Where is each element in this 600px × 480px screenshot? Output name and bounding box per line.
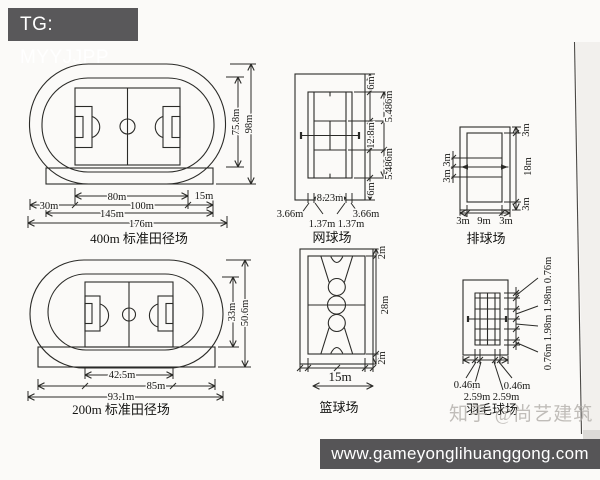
dim-volleyball-left-3m: 3m: [456, 216, 469, 227]
dim-track400-145m: 145m: [100, 209, 124, 220]
dim-volleyball-9m: 9m: [477, 216, 490, 227]
dim-tennis-823m: 8.23m: [317, 193, 344, 204]
dim-track400-outer-height: 98m: [244, 115, 255, 134]
badminton-court-drawing: [462, 279, 509, 356]
dim-tennis-upper-5486: 5.486m: [384, 91, 395, 123]
tennis-court-dimensions: 6m 12.8m 6m 5.486m 5.486m 8.23m 3.66m 3.…: [275, 73, 397, 232]
track-200m-title: 200m 标准田径场: [72, 402, 170, 417]
dim-tennis-137-right: 1.37m: [338, 219, 365, 230]
dim-track400-30m: 30m: [40, 201, 59, 212]
dim-track400-80m: 80m: [108, 192, 127, 203]
dim-badminton-r4: 0.76m: [543, 344, 554, 371]
basketball-court-figure: 2m 28m 2m 15m 篮球场: [296, 244, 393, 415]
badminton-court-dimensions: 0.76m 1.98m 1.98m 0.76m 0.46m 0.46m 2.59…: [452, 255, 555, 404]
basketball-court-dimensions: 2m 28m 2m 15m: [296, 244, 393, 386]
dim-volleyball-top-3m: 3m: [521, 123, 532, 136]
site-url-watermark-bar: www.gameyonglihuanggong.com: [320, 439, 600, 469]
dim-track400-100m: 100m: [130, 201, 154, 212]
tg-watermark-badge: TG: MYYJJPP: [8, 8, 138, 68]
dim-tennis-lower-5486: 5.486m: [384, 148, 395, 180]
dim-track400-176m: 176m: [129, 219, 153, 230]
page-fold-edge: [573, 41, 600, 439]
badminton-court-title: 羽毛球场: [466, 402, 518, 417]
tennis-court-figure: 6m 12.8m 6m 5.486m 5.486m 8.23m 3.66m 3.…: [275, 73, 397, 245]
dim-basketball-top-2m: 2m: [377, 246, 388, 259]
dim-volleyball-18m: 18m: [523, 157, 534, 176]
dim-badminton-259-left: 2.59m: [464, 392, 491, 403]
dim-badminton-r1: 0.76m: [543, 257, 554, 284]
dim-volleyball-attack-upper: 3m: [442, 153, 453, 166]
dim-badminton-r3: 1.98m: [543, 315, 554, 342]
dim-tennis-top-6m: 6m: [366, 76, 377, 89]
dim-basketball-bottom-2m: 2m: [377, 351, 388, 364]
dim-basketball-15m: 15m: [328, 369, 351, 384]
dim-tennis-366-left: 3.66m: [277, 209, 304, 220]
zhihu-watermark: 知乎 @尚艺建筑: [449, 404, 594, 425]
volleyball-court-figure: 3m 3m 3m 18m 3m 3m 9m 3m 排球场: [441, 122, 536, 246]
dim-track200-outer-height: 50.6m: [240, 300, 251, 327]
dim-volleyball-bottom-3m: 3m: [521, 197, 532, 210]
dim-track200-425m: 42.5m: [109, 370, 136, 381]
track-200m-dimensions: 33m 50.6m 42.5m 85m 93.1m: [27, 259, 253, 405]
badminton-court-figure: 0.76m 1.98m 1.98m 0.76m 0.46m 0.46m 2.59…: [452, 255, 555, 417]
dim-tennis-12.8m: 12.8m: [366, 122, 377, 149]
dim-track400-inner-height: 75.8m: [231, 109, 242, 136]
volleyball-court-title: 排球场: [466, 231, 505, 246]
track-400m-dimensions: 75.8m 98m 80m 15m 30m 100m 145m 176m: [27, 63, 257, 232]
volleyball-court-drawing: [459, 126, 511, 211]
dim-tennis-137-left: 1.37m: [309, 219, 336, 230]
volleyball-court-dimensions: 3m 3m 3m 18m 3m 3m 9m 3m: [441, 122, 536, 229]
tennis-court-title: 网球场: [312, 230, 351, 245]
track-400m-title: 400m 标准田径场: [90, 231, 188, 246]
dim-track200-inner-height: 33m: [227, 303, 238, 322]
dim-badminton-259-right: 2.59m: [493, 392, 520, 403]
dim-volleyball-attack-lower: 3m: [442, 169, 453, 182]
dim-tennis-366-right: 3.66m: [353, 209, 380, 220]
dim-track200-85m: 85m: [147, 381, 166, 392]
dim-volleyball-right-3m: 3m: [499, 216, 512, 227]
track-400m-figure: 75.8m 98m 80m 15m 30m 100m 145m 176m 400…: [27, 63, 257, 246]
track-200m-figure: 33m 50.6m 42.5m 85m 93.1m 200m 标准田径场: [27, 259, 253, 417]
track-200m-drawing: [29, 259, 224, 369]
dim-badminton-r2: 1.98m: [543, 286, 554, 313]
dim-basketball-28m: 28m: [380, 296, 391, 315]
basketball-court-drawing: [299, 248, 374, 365]
dim-track400-15m: 15m: [195, 191, 214, 202]
dim-badminton-046-right: 0.46m: [504, 381, 531, 392]
dim-badminton-046-left: 0.46m: [454, 380, 481, 391]
tennis-court-drawing: [294, 73, 366, 201]
track-400m-drawing: [28, 63, 227, 185]
dim-track200-931m: 93.1m: [108, 392, 135, 403]
dim-tennis-bottom-6m: 6m: [366, 182, 377, 195]
basketball-court-title: 篮球场: [319, 400, 358, 415]
